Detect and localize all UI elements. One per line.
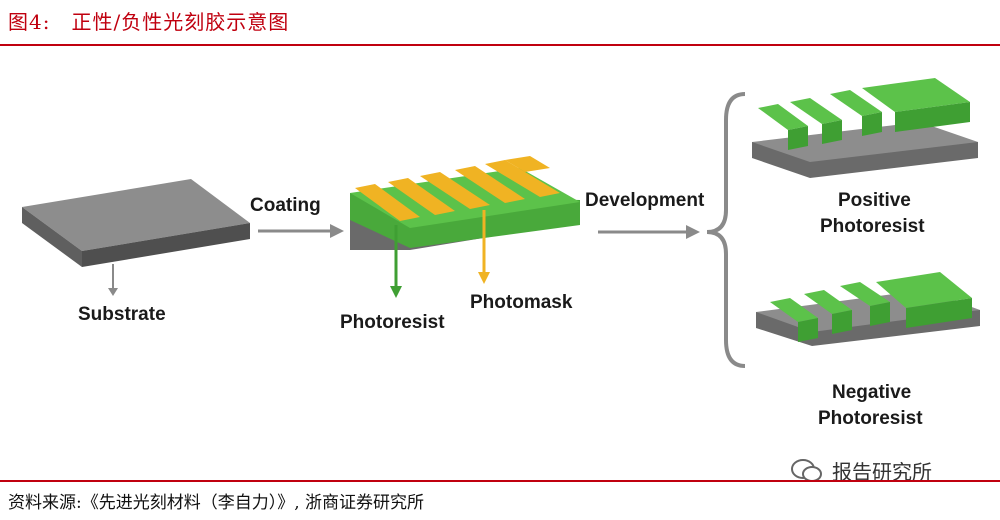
negative-label-line1: Negative [832,382,911,403]
photomask-pointer-head [478,272,490,284]
coating-label: Coating [250,195,321,216]
top-divider [0,44,1000,46]
substrate-label: Substrate [78,304,166,325]
photomask-strips [355,156,560,221]
photoresist-diagram: Substrate Coating Photoresist Photomask … [22,78,980,429]
substrate-slab [22,179,250,267]
source-note: 资料来源:《先进光刻材料（李自力）》, 浙商证券研究所 [8,493,425,513]
positive-result-wafer [752,78,978,178]
coating-arrow-head [330,224,344,238]
figure-title: 图4: 正性/负性光刻胶示意图 [8,10,290,34]
result-brace [706,92,746,368]
photomask-label: Photomask [470,292,573,313]
positive-label-line1: Positive [838,190,911,211]
development-arrow-head [686,225,700,239]
negative-result-wafer [756,272,980,346]
development-label: Development [585,190,705,211]
photoresist-pointer-head [390,286,402,298]
photoresist-label: Photoresist [340,312,445,333]
positive-label-line2: Photoresist [820,216,925,237]
bottom-divider [0,480,1000,482]
negative-label-line2: Photoresist [818,408,923,429]
substrate-pointer-head [108,288,118,296]
